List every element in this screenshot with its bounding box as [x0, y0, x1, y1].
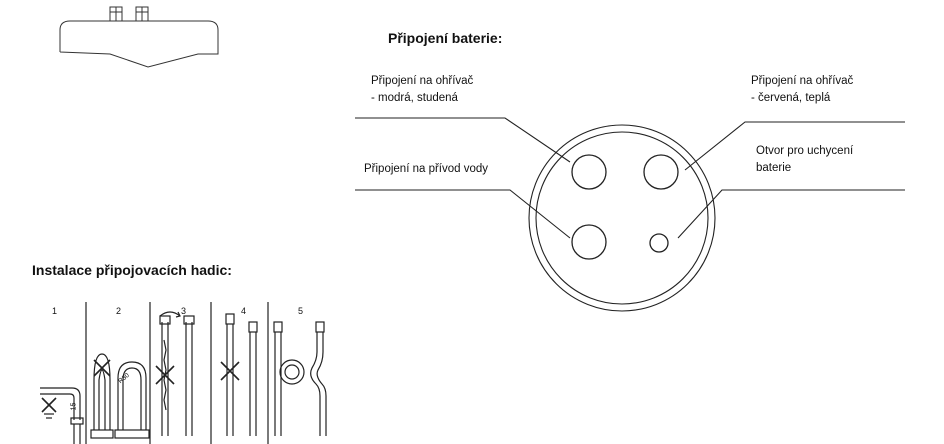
step-2-hose-bends — [90, 353, 150, 439]
step-number-4: 4 — [241, 306, 247, 316]
leader-line-heater-red — [684, 121, 905, 171]
label-heater-blue-line1: Připojení na ohřívač — [371, 75, 474, 87]
leader-line-heater-blue — [355, 117, 571, 163]
label-water-supply: Připojení na přívod vody — [364, 163, 489, 175]
step-4-hose-straight — [220, 313, 258, 436]
label-mount-hole: Otvor pro uchycení baterie — [756, 143, 853, 177]
hole-mount — [649, 233, 669, 253]
cross-mark — [220, 361, 240, 381]
step-5-hose-loop-and-curve — [273, 321, 327, 436]
leader-line-water-supply — [355, 189, 571, 239]
battery-plate-inner — [535, 131, 709, 305]
label-heater-red-line2: - červená, teplá — [751, 92, 831, 104]
battery-connection-diagram — [355, 117, 905, 312]
hoses-section-title: Instalace připojovacích hadic: — [32, 262, 232, 278]
battery-section-title: Připojení baterie: — [388, 30, 503, 46]
cross-mark — [93, 359, 111, 377]
label-heater-blue-line2: - modrá, studená — [371, 92, 458, 104]
hole-heater-blue — [571, 154, 607, 190]
hole-heater-red — [643, 154, 679, 190]
sink-outline-drawing — [59, 6, 219, 68]
label-mount-hole-line1: Otvor pro uchycení — [756, 145, 854, 157]
label-heater-red: Připojení na ohřívač - červená, teplá — [751, 73, 853, 107]
cross-mark — [41, 397, 57, 413]
step-number-5: 5 — [298, 306, 304, 316]
step-number-3: 3 — [181, 306, 187, 316]
hole-water-supply — [571, 224, 607, 260]
step-1-hose-wrong-bend — [40, 387, 84, 444]
twist-arrow — [159, 311, 181, 317]
step-3-hose-twist — [155, 311, 195, 436]
step-number-2: 2 — [116, 306, 122, 316]
hose-installation-drawing — [40, 302, 327, 444]
label-heater-red-line1: Připojení na ohřívač — [751, 75, 854, 87]
battery-plate-outer — [528, 124, 716, 312]
cross-mark — [155, 365, 175, 385]
step-number-1: 1 — [52, 306, 58, 316]
leader-line-mount-hole — [677, 189, 905, 239]
basin-body — [59, 20, 219, 68]
label-heater-blue: Připojení na ohřívač - modrá, studená — [371, 73, 473, 107]
label-mount-hole-line2: baterie — [756, 162, 792, 174]
